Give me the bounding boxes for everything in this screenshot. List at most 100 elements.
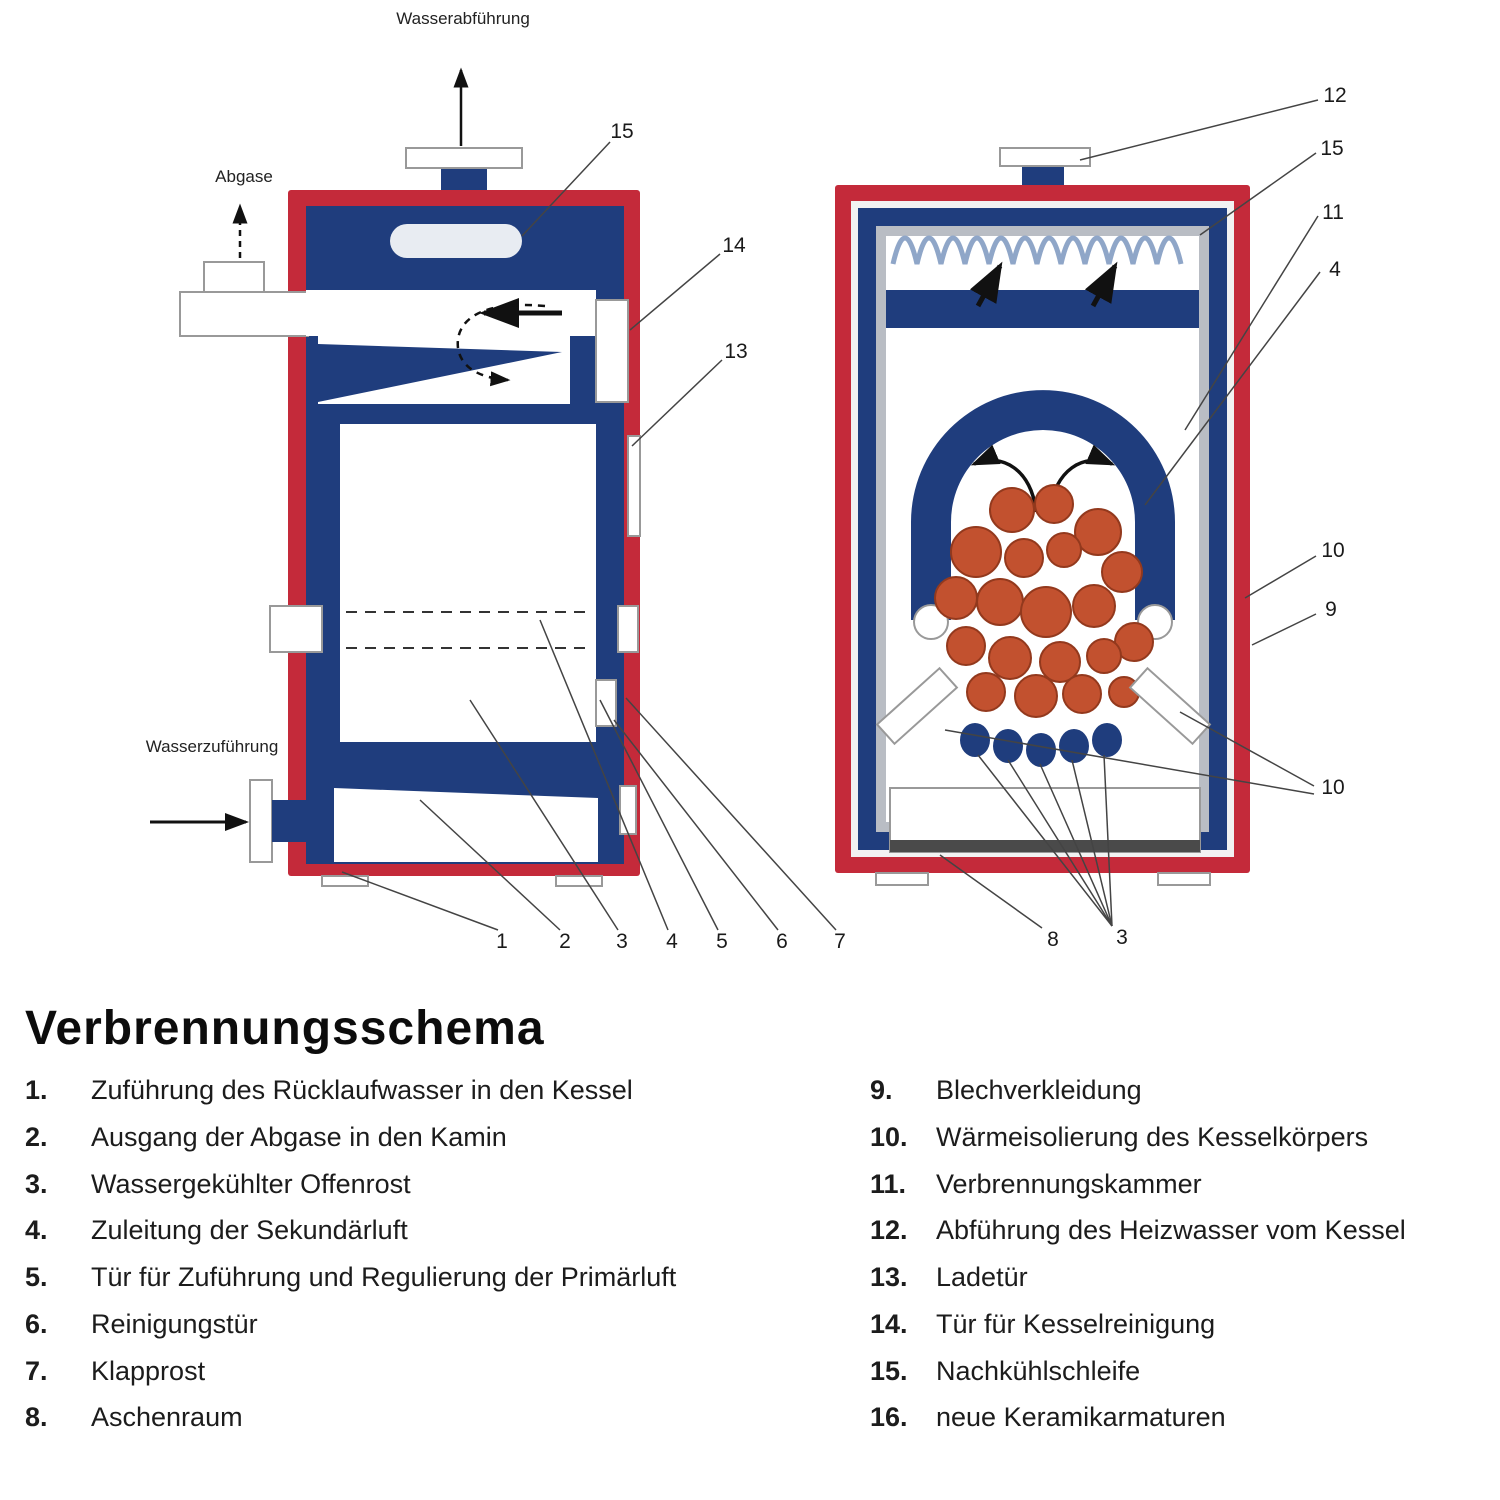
water-cooled-grate	[960, 723, 1122, 767]
legend-num: 1.	[25, 1075, 48, 1105]
legend-text: Wassergekühlter Offenrost	[91, 1168, 411, 1199]
cleaning-door	[595, 299, 629, 403]
legend-item-16: 16. neue Keramikarmaturen	[870, 1401, 1475, 1435]
legend-text: Nachkühlschleife	[936, 1355, 1141, 1386]
callout-14: 14	[722, 234, 746, 257]
callout-10-lower: 10	[1321, 776, 1344, 799]
water-out-label: Wasserabführung	[396, 9, 530, 28]
callout-5: 5	[716, 930, 728, 953]
legend-text: Aschenraum	[91, 1402, 243, 1433]
legend-column-left: 1. Zuführung des Rücklaufwasser in den Ke…	[25, 1074, 870, 1448]
legend-column-right: 9. Blechverkleidung 10. Wärmeisolierung de…	[870, 1074, 1475, 1448]
main-chamber	[340, 424, 596, 742]
legend-text: Reinigungstür	[91, 1308, 258, 1339]
water-in-flange	[249, 779, 273, 863]
legend-num: 16.	[870, 1402, 908, 1433]
baffle-wedge	[318, 344, 562, 402]
side-plate-left	[875, 666, 959, 746]
legend-item-1: 1. Zuführung des Rücklaufwasser in den Ke…	[25, 1074, 870, 1108]
legend-text: Tür für Kesselreinigung	[936, 1308, 1216, 1339]
right-callout-lines	[939, 99, 1321, 929]
right-callout-numbers: 12 15 11 4 10 9 10 8 3	[1047, 84, 1347, 951]
legend-num: 3.	[25, 1168, 48, 1199]
legend-text: Ladetür	[936, 1262, 1028, 1292]
legend-num: 9.	[870, 1075, 893, 1105]
right-boiler-diagram	[835, 147, 1250, 886]
legend-num: 8.	[25, 1402, 48, 1433]
legend-item-13: 13.Ladetür	[870, 1261, 1475, 1295]
legend-item-14: 14. Tür für Kesselreinigung	[870, 1308, 1475, 1342]
callout-7: 7	[834, 930, 846, 953]
legend: 1. Zuführung des Rücklaufwasser in den Ke…	[0, 1056, 1500, 1448]
legend-text: Verbrennungskammer	[936, 1168, 1202, 1199]
flow-turn-arrow	[456, 303, 546, 387]
callout-4-left: 4	[666, 930, 678, 953]
water-in-label: Wasserzuführung	[146, 737, 279, 756]
left-boiler-diagram: Wasserabführung Abgase Wass	[146, 9, 641, 887]
wood-logs	[934, 484, 1154, 718]
callout-9: 9	[1325, 598, 1337, 621]
legend-item-6: 6. Reinigungstür	[25, 1308, 870, 1342]
legend-item-12: 12. Abführung des Heizwasser vom Kessel	[870, 1214, 1475, 1248]
flue-duct	[179, 291, 309, 337]
right-foot-a	[875, 872, 929, 886]
callout-13: 13	[724, 340, 747, 363]
right-ash-strip	[890, 840, 1200, 852]
callout-2: 2	[559, 930, 571, 953]
legend-num: 14.	[870, 1308, 908, 1339]
callout-12: 12	[1323, 84, 1346, 107]
legend-num: 7.	[25, 1355, 48, 1386]
legend-item-2: 2.Ausgang der Abgase in den Kamin	[25, 1121, 870, 1155]
callout-10-upper: 10	[1321, 539, 1344, 562]
side-plate-right	[1128, 666, 1212, 746]
callout-4-right: 4	[1329, 258, 1341, 281]
callout-8: 8	[1047, 928, 1059, 951]
loading-door	[627, 435, 641, 537]
flue-gas-label: Abgase	[215, 167, 273, 186]
legend-num: 12.	[870, 1215, 908, 1246]
callout-3-right: 3	[1116, 926, 1128, 949]
ash-door	[619, 785, 637, 835]
legend-text: neue Keramikarmaturen	[936, 1402, 1226, 1433]
page-title: Verbrennungsschema	[25, 1002, 545, 1055]
secondary-air-fitting	[617, 605, 639, 653]
legend-item-10: 10. Wärmeisolierung des Kesselkörpers	[870, 1121, 1475, 1155]
legend-item-4: 4.Zuleitung der Sekundärluft	[25, 1214, 870, 1248]
legend-text: Wärmeisolierung des Kesselkörpers	[936, 1121, 1369, 1152]
top-water-band	[886, 290, 1199, 328]
left-protrusion	[269, 605, 323, 653]
boiler-schematic: Wasserabführung Abgase Wass	[146, 9, 1347, 953]
flue-duct-box	[203, 261, 265, 293]
boiler-schematic-svg: Wasserabführung Abgase Wass	[146, 9, 1347, 953]
legend-text: Blechverkleidung	[936, 1075, 1142, 1105]
left-chimney-cap	[405, 147, 523, 169]
legend-item-3: 3. Wassergekühlter Offenrost	[25, 1168, 870, 1202]
right-chimney-cap	[999, 147, 1091, 167]
legend-num: 10.	[870, 1121, 908, 1152]
legend-item-15: 15.Nachkühlschleife	[870, 1355, 1475, 1389]
legend-num: 4.	[25, 1215, 48, 1246]
legend-item-9: 9. Blechverkleidung	[870, 1074, 1475, 1108]
legend-text: Abführung des Heizwasser vom Kessel	[936, 1215, 1406, 1246]
legend-text: Tür für Zuführung und Regulierung der Pr…	[91, 1262, 677, 1292]
legend-item-5: 5. Tür für Zuführung und Regulierung der …	[25, 1261, 870, 1295]
callout-15-right: 15	[1320, 137, 1343, 160]
gas-up-arrow-left	[969, 261, 1003, 308]
left-foot-b	[555, 875, 603, 887]
left-foot-a	[321, 875, 369, 887]
primary-air-door	[595, 679, 617, 727]
arch-nozzle-left	[913, 604, 949, 640]
legend-text: Klapprost	[91, 1355, 206, 1386]
callout-3-left: 3	[616, 930, 628, 953]
left-callout-numbers: 15 14 13 1 2 3 4 5 6 7	[496, 120, 846, 953]
legend-item-7: 7. Klapprost	[25, 1355, 870, 1389]
legend-text: Ausgang der Abgase in den Kamin	[91, 1121, 507, 1152]
right-foot-b	[1157, 872, 1211, 886]
legend-num: 11.	[870, 1168, 907, 1199]
legend-num: 6.	[25, 1308, 48, 1339]
legend-text: Zuführung des Rücklaufwasser in den Kess…	[91, 1075, 633, 1105]
callout-11: 11	[1322, 201, 1344, 224]
legend-num: 5.	[25, 1262, 48, 1292]
callout-1: 1	[496, 930, 508, 953]
legend-item-11: 11. Verbrennungskammer	[870, 1168, 1475, 1202]
